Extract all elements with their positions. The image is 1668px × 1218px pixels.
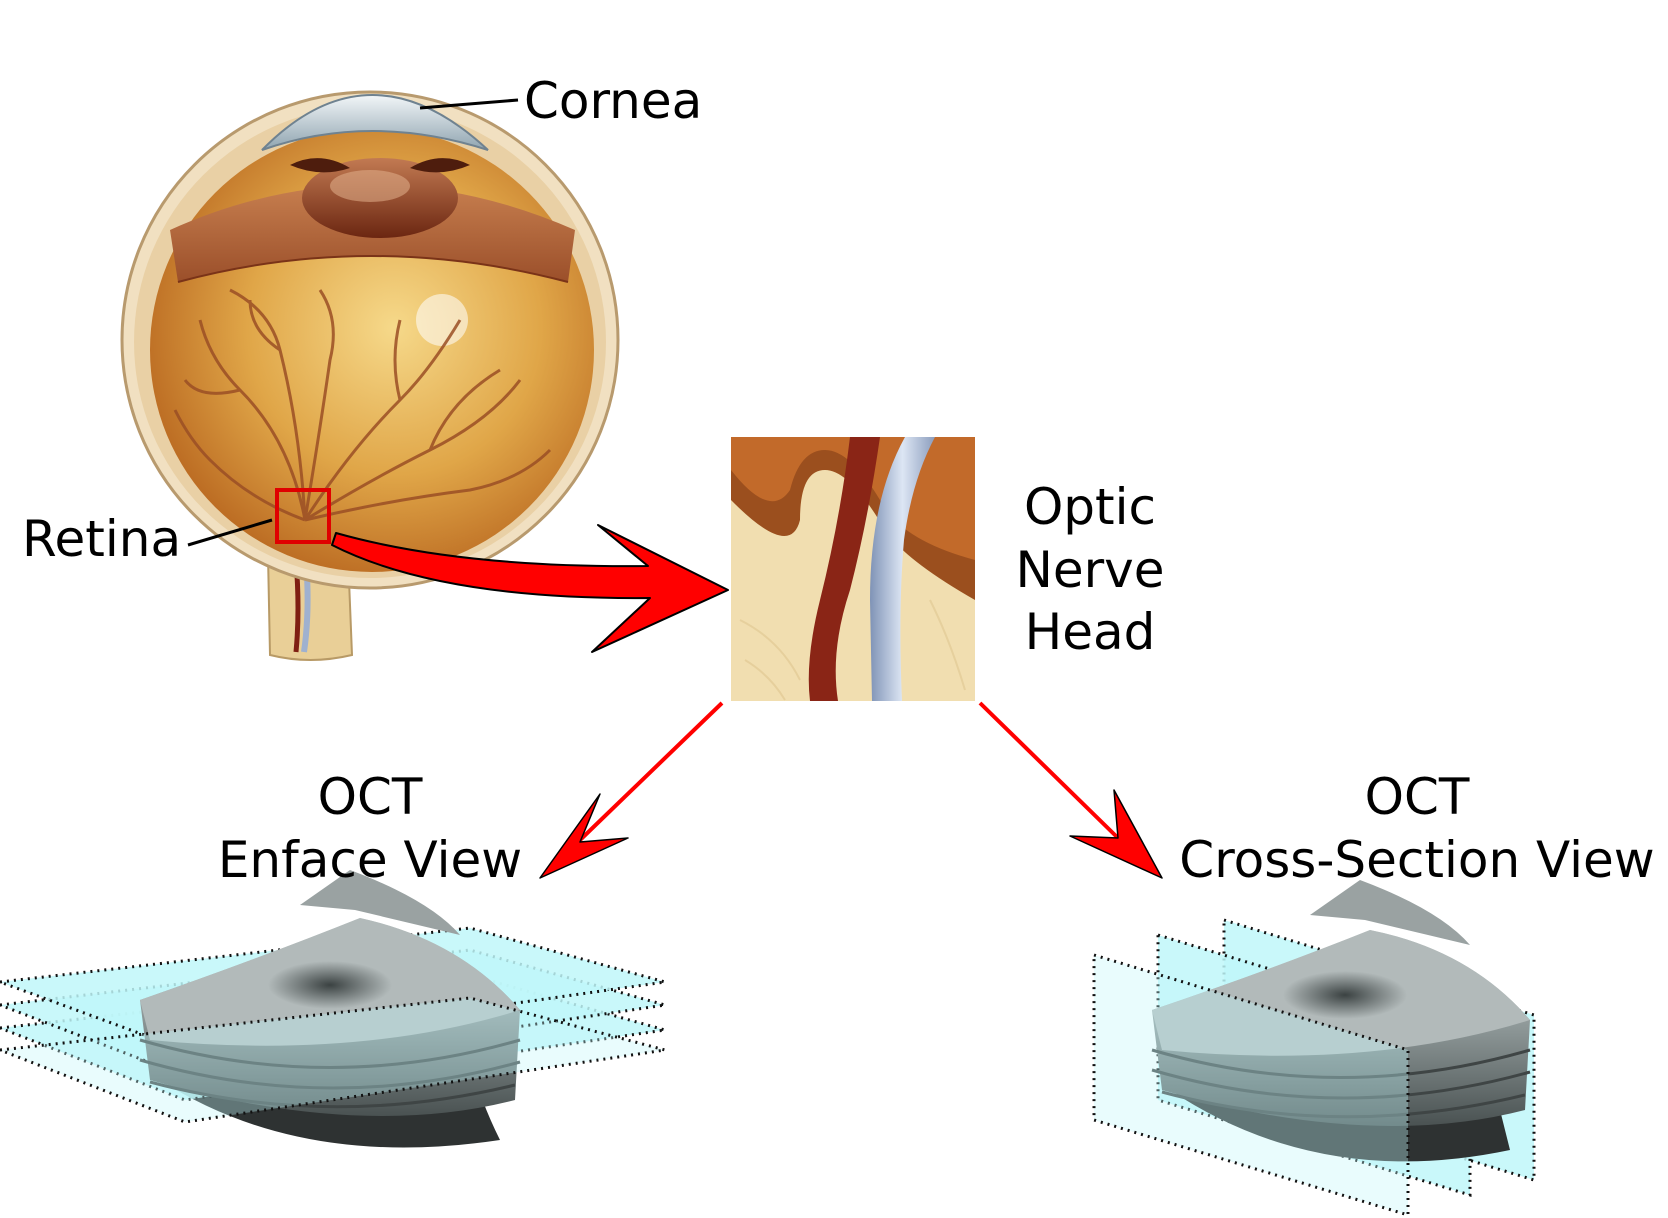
enface-view-label: OCT Enface View (200, 766, 540, 891)
eye-illustration (120, 90, 620, 661)
enface-view-line-1: OCT (317, 768, 423, 826)
oct-enface-volume (0, 870, 666, 1148)
enface-view-line-2: Enface View (217, 830, 523, 889)
retina-label: Retina (22, 510, 182, 568)
cross-section-view-line-1: OCT (1364, 768, 1470, 826)
oct-cross-section-volume (1092, 880, 1536, 1218)
cross-section-view-line-2: Cross-Section View (1179, 830, 1655, 889)
cross-section-view-label: OCT Cross-Section View (1172, 766, 1662, 891)
optic-nerve-head-zoom (731, 437, 975, 701)
arrow-to-enface (539, 701, 724, 879)
zoom-arrow (331, 524, 729, 653)
retina-leader-line (187, 518, 273, 547)
optic-nerve-head-line-1: Optic (1023, 478, 1157, 536)
optic-disc-highlight (275, 488, 331, 544)
optic-nerve-head-line-2: Nerve (1015, 540, 1165, 599)
optic-nerve-head-line-3: Head (1024, 603, 1156, 661)
optic-nerve-head-label: Optic Nerve Head (1000, 476, 1180, 664)
arrow-to-cross-section (978, 701, 1163, 879)
cornea-leader-line (419, 98, 519, 110)
cornea-label: Cornea (524, 72, 703, 130)
